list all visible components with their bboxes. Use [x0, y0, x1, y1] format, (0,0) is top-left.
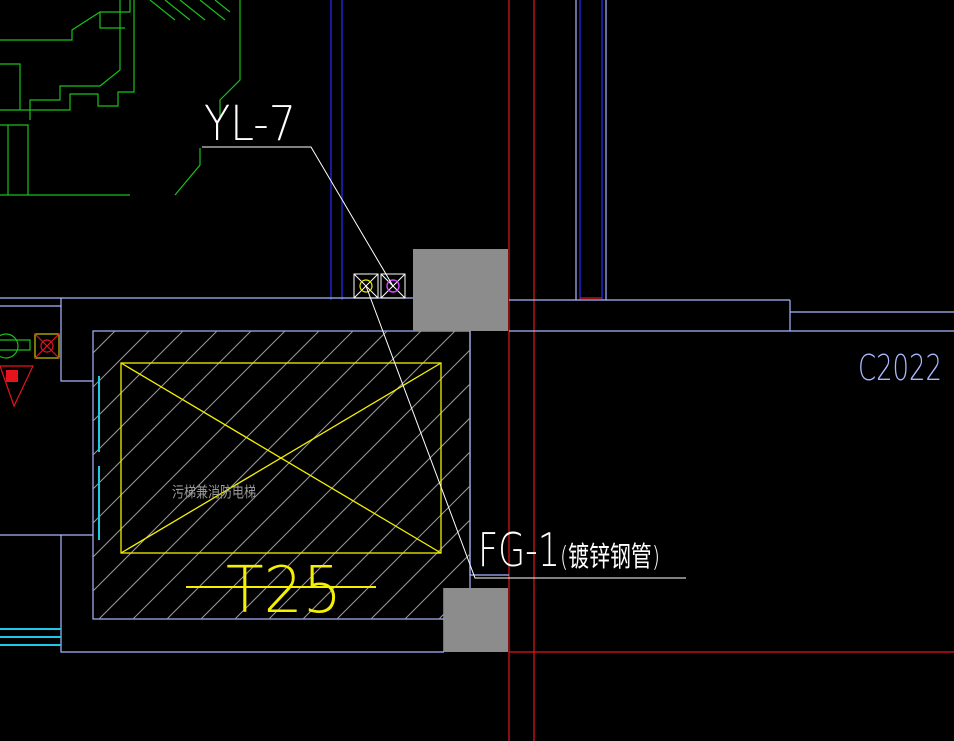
riser-tag-label: YL-7 [204, 96, 296, 152]
blue-grid-lines [330, 0, 603, 300]
hatch-line [234, 383, 470, 619]
hatch-line [166, 331, 456, 619]
hatch-line [404, 553, 470, 619]
elevator-size-mark: T25 [186, 554, 376, 628]
hatch-line [302, 451, 470, 619]
green-fixture-linework [0, 0, 241, 351]
column-lower [444, 588, 508, 652]
hatch-line [268, 417, 470, 619]
hatch-line [98, 331, 388, 619]
leader-lines [202, 146, 686, 579]
elevator-size-text: T25 [226, 554, 342, 628]
hatch-line [93, 331, 252, 490]
hatch-line [93, 331, 320, 558]
door-leaves [0, 376, 100, 646]
pipe-material-note: (镀锌钢管) [560, 540, 660, 573]
shaft-hatch [93, 331, 470, 619]
elevator-label: 污梯兼消防电梯 [172, 483, 256, 501]
column-upper [413, 249, 508, 331]
structural-columns [413, 249, 508, 652]
room-code-label: C2022 [858, 348, 942, 389]
hatch-line [93, 331, 218, 456]
hatch-line [93, 331, 286, 524]
elevator-car [120, 362, 442, 554]
elevator-shaft-outline [92, 330, 471, 620]
left-edge-symbols [0, 333, 60, 408]
hatch-line [93, 331, 150, 388]
hatch-line [132, 331, 422, 619]
hatch-line [370, 519, 470, 619]
red-axis-lines [508, 0, 954, 741]
pipe-tag-label: FG-1 [478, 523, 560, 577]
hatch-line [93, 331, 354, 592]
hatch-line [336, 485, 470, 619]
hatch-line [93, 331, 184, 422]
